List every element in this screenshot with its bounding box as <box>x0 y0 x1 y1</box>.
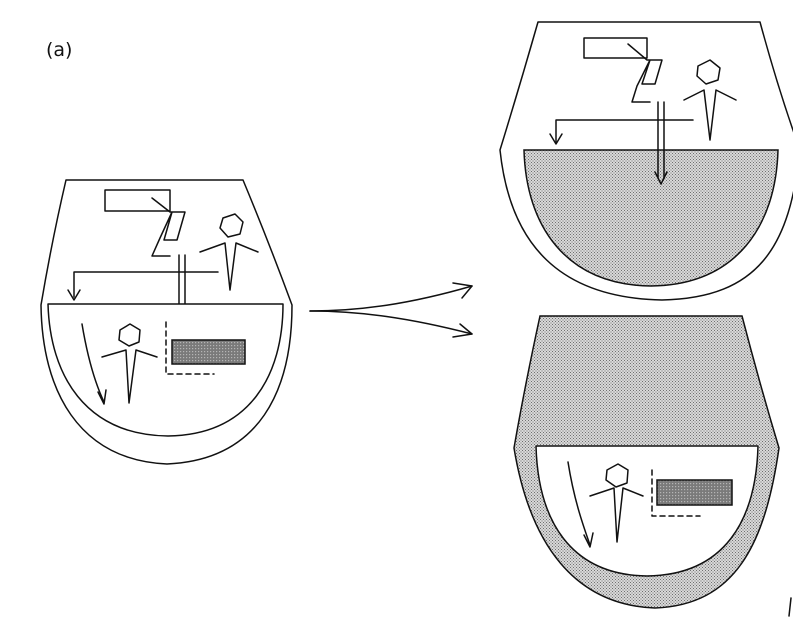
inner-person-figure-icon <box>589 463 644 543</box>
screen-rectangle-icon <box>104 189 171 212</box>
stray-mark <box>788 597 792 617</box>
right-top-shaded-bowl <box>523 149 779 287</box>
left-device <box>40 179 293 465</box>
inner-person-figure-icon <box>101 323 158 404</box>
lightning-paper-icon <box>627 43 663 103</box>
split-arrow-icon <box>309 282 473 338</box>
person-figure-icon <box>199 213 259 291</box>
left-arrow-line <box>73 271 219 298</box>
dashed-bracket <box>165 321 215 375</box>
dark-rectangle <box>656 479 733 506</box>
person-figure-icon <box>683 59 737 141</box>
dashed-bracket <box>651 469 701 517</box>
screen-rectangle-icon <box>583 37 648 59</box>
right-top-device <box>499 21 793 301</box>
dark-rectangle <box>171 339 246 365</box>
downward-arrow-icon <box>654 101 668 185</box>
right-bottom-device <box>513 315 780 609</box>
curved-arrow-icon <box>567 461 591 546</box>
lightning-paper-icon <box>151 197 186 257</box>
curved-arrow-icon <box>81 323 105 403</box>
panel-label: (a) <box>46 39 72 61</box>
left-arrow-line <box>555 119 694 143</box>
